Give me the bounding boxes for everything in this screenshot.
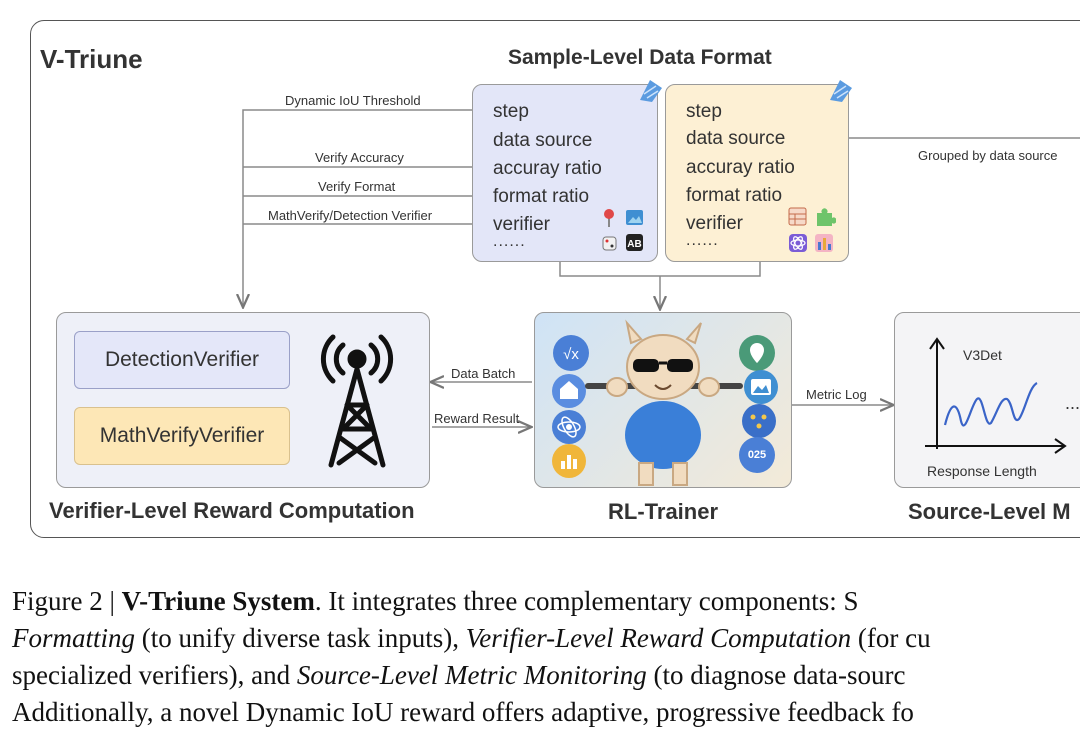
llama-mascot: √x [552, 319, 778, 486]
rl-trainer-panel: √x 025 [534, 312, 792, 488]
field-step: step [493, 101, 529, 122]
field-more: ...... [686, 232, 719, 249]
field-data-source: data source [493, 130, 593, 151]
reward-result-label: Reward Result [434, 411, 520, 426]
math-detection-label: MathVerify/Detection Verifier [268, 208, 433, 223]
caption-line-3-text-a: specialized verifiers), and [12, 660, 297, 690]
verifier-section-title: Verifier-Level Reward Computation [49, 498, 415, 523]
caption-line-2-text-b: (for cu [851, 623, 931, 653]
svg-text:AB: AB [627, 239, 641, 250]
cards-merge-line [559, 262, 761, 277]
series-label: V3Det [963, 347, 1002, 363]
detection-verifier-box: DetectionVerifier [74, 331, 290, 389]
field-verifier: verifier [493, 214, 551, 235]
caption-line-4: Additionally, a novel Dynamic IoU reward… [12, 697, 914, 727]
data-batch-label: Data Batch [451, 366, 516, 381]
trainer-section-title: RL-Trainer [608, 499, 719, 524]
puzzle-icon [817, 208, 836, 226]
field-more: ...... [493, 233, 526, 250]
dice-icon [602, 236, 617, 251]
yellow-card-corner-icon [830, 80, 852, 102]
dynamic-iou-label: Dynamic IoU Threshold [285, 93, 421, 108]
sample-card-blue: step data source accuray ratio format ra… [472, 84, 658, 262]
ab-icon: AB [626, 234, 643, 251]
field-verifier: verifier [686, 213, 744, 234]
metric-chart [925, 337, 1067, 454]
diagram-frame [30, 20, 1080, 538]
verify-accuracy-label: Verify Accuracy [315, 150, 404, 165]
source-section-title: Source-Level M [908, 499, 1071, 524]
metric-log-label: Metric Log [806, 387, 867, 402]
v3det-series-line [943, 382, 1038, 427]
field-accuracy-ratio: accuray ratio [686, 157, 795, 178]
caption-line-2-text-a: (to unify diverse task inputs), [135, 623, 466, 653]
figure-number: Figure 2 | [12, 586, 122, 616]
caption-term-source: Source-Level Metric Monitoring [296, 660, 647, 690]
table-icon [788, 207, 807, 226]
grouped-label: Grouped by data source [918, 148, 1058, 163]
verifier-panel: DetectionVerifier MathVerifyVerifier [56, 312, 430, 488]
field-data-source: data source [686, 128, 786, 149]
caption-term-verifier: Verifier-Level Reward Computation [465, 623, 852, 653]
source-panel: V3Det ... Response Length [894, 312, 1080, 488]
field-format-ratio: format ratio [686, 185, 783, 206]
verify-format-label: Verify Format [318, 179, 396, 194]
field-format-ratio: format ratio [493, 186, 590, 207]
caption-term-formatting: Formatting [12, 623, 136, 653]
chart-ellipsis: ... [1065, 393, 1080, 413]
pin-icon [604, 209, 614, 227]
figure-title: V-Triune System [121, 586, 315, 616]
caption-line-3: specialized verifiers), and Source-Level… [12, 657, 905, 694]
math-verify-verifier-box: MathVerifyVerifier [74, 407, 290, 465]
caption-line-2: Formatting (to unify diverse task inputs… [12, 620, 931, 657]
trainer-badge-text: 025 [747, 449, 767, 461]
sample-card-yellow: step data source accuray ratio format ra… [665, 84, 849, 262]
caption-line-1: Figure 2 | V-Triune System. It integrate… [12, 583, 858, 620]
atom-icon [789, 234, 807, 252]
svg-text:√x: √x [563, 346, 579, 363]
blue-card-corner-icon [640, 80, 662, 102]
caption-line-1-text: . It integrates three complementary comp… [314, 586, 859, 616]
tower-icon [320, 334, 394, 468]
caption-line-3-text-b: (to diagnose data-sourc [646, 660, 906, 690]
dynamic-iou-line [243, 109, 488, 306]
y-axis-arrow [929, 337, 945, 350]
field-accuracy-ratio: accuray ratio [493, 158, 602, 179]
x-axis-label: Response Length [927, 463, 1037, 479]
field-step: step [686, 101, 722, 122]
x-axis-arrow [1054, 438, 1067, 454]
data-format-title: Sample-Level Data Format [508, 46, 772, 69]
system-title: V-Triune [40, 44, 143, 74]
bar-chart-icon [815, 234, 833, 252]
image-icon [626, 210, 643, 225]
